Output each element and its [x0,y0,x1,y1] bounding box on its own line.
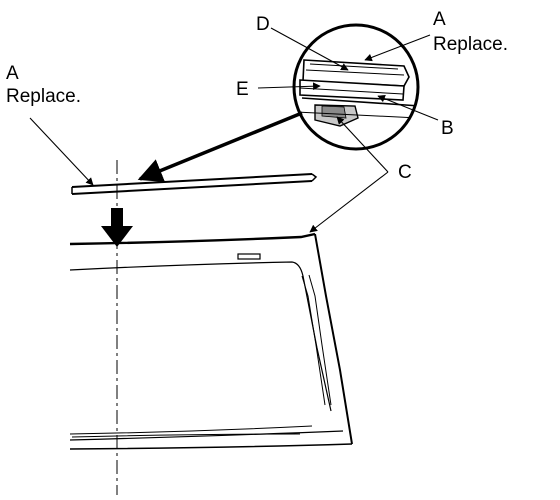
molding-strip [71,173,318,195]
label-a-left: A [6,63,19,84]
callout-leaders [29,27,439,233]
label-c: C [398,162,412,183]
label-a-left-replace: Replace. [6,86,81,107]
label-a-right: A [433,9,446,30]
label-b: B [441,118,454,139]
detail-leader-arrow [137,111,303,183]
windshield [69,232,353,450]
label-a-right-replace: Replace. [433,34,508,55]
label-e: E [236,79,249,100]
detail-circle [292,23,420,151]
down-arrow [101,208,133,247]
label-d: D [256,14,270,35]
